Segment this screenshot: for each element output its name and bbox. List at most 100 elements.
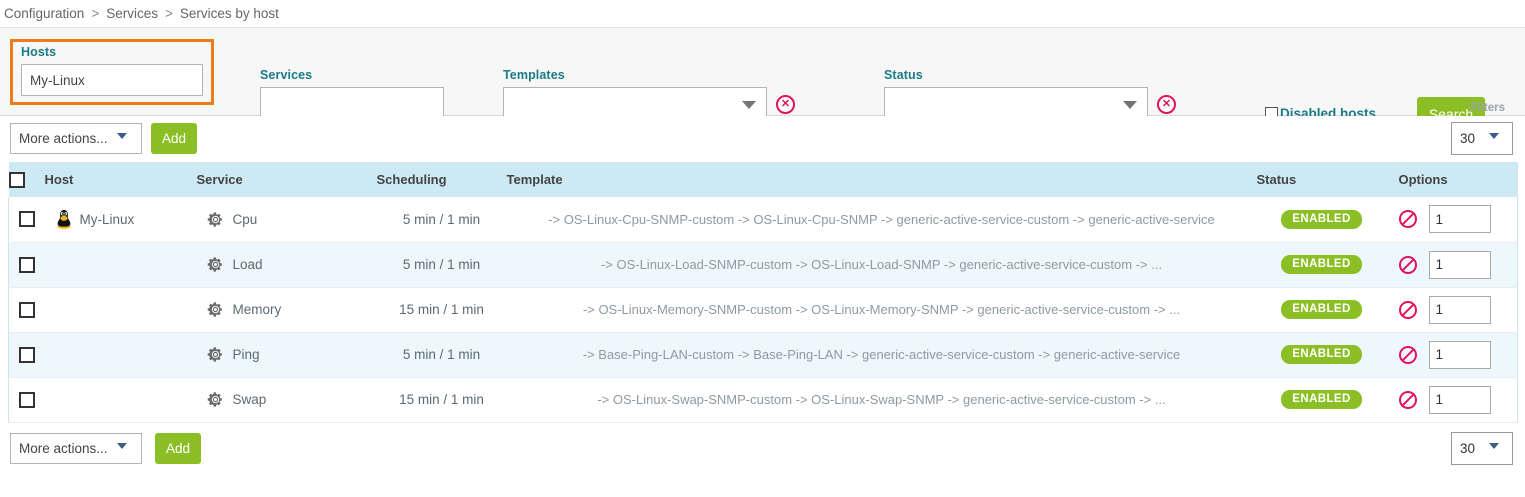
chevron-down-icon xyxy=(742,101,756,109)
select-all-checkbox[interactable] xyxy=(8,171,25,188)
table-row: My-Linux Cpu 5 min / 1 min -> OS-Linux-Cpu-… xyxy=(8,197,1518,243)
filter-label-templates: Templates xyxy=(503,68,565,82)
gear-icon xyxy=(207,392,222,407)
table-header-row: Host Service Scheduling Template Status … xyxy=(8,162,1518,197)
options-cell xyxy=(1386,287,1518,333)
service-name[interactable]: Load xyxy=(232,257,263,272)
quantity-input[interactable] xyxy=(1428,340,1491,369)
template-value: -> OS-Linux-Load-SNMP-custom -> OS-Linux… xyxy=(600,257,1163,272)
service-name[interactable]: Memory xyxy=(232,302,282,317)
breadcrumb-item-services[interactable]: Services xyxy=(106,6,158,21)
table-row: Ping 5 min / 1 min -> Base-Ping-LAN-custom… xyxy=(8,332,1518,378)
row-checkbox[interactable] xyxy=(18,256,35,273)
row-checkbox[interactable] xyxy=(18,346,35,363)
status-badge: ENABLED xyxy=(1281,390,1362,409)
gear-icon xyxy=(207,347,222,362)
options-cell xyxy=(1386,242,1518,288)
more-actions-select-bottom[interactable]: More actions... xyxy=(10,432,142,464)
toolbar-top: More actions... Add 30 xyxy=(0,116,1525,162)
chevron-down-icon xyxy=(1123,101,1137,109)
disable-service-icon[interactable] xyxy=(1398,300,1417,319)
column-header-host[interactable]: Host xyxy=(44,162,197,197)
status-cell: ENABLED xyxy=(1256,332,1387,378)
scheduling-value: 15 min / 1 min xyxy=(399,392,484,407)
quantity-input[interactable] xyxy=(1428,295,1491,324)
scheduling-cell: 5 min / 1 min xyxy=(376,242,507,288)
row-checkbox[interactable] xyxy=(18,391,35,408)
host-cell xyxy=(44,242,197,288)
add-button-bottom[interactable]: Add xyxy=(155,432,201,464)
breadcrumb: Configuration > Services > Services by h… xyxy=(0,0,1525,27)
status-clear-icon[interactable]: ✕ xyxy=(1157,94,1176,114)
services-table-wrap: Host Service Scheduling Template Status … xyxy=(0,162,1525,423)
more-actions-select-top[interactable]: More actions... xyxy=(10,123,142,154)
table-row: Swap 15 min / 1 min -> OS-Linux-Swap-SNMP-… xyxy=(8,377,1518,423)
add-button-top[interactable]: Add xyxy=(151,123,197,154)
row-checkbox[interactable] xyxy=(18,301,35,318)
disable-service-icon[interactable] xyxy=(1398,210,1417,229)
service-name[interactable]: Cpu xyxy=(232,211,258,227)
breadcrumb-item-configuration[interactable]: Configuration xyxy=(4,6,85,21)
template-cell: -> OS-Linux-Cpu-SNMP-custom -> OS-Linux-… xyxy=(506,197,1257,243)
tux-linux-icon xyxy=(56,210,71,229)
row-select-cell xyxy=(8,197,45,243)
template-value: -> Base-Ping-LAN-custom -> Base-Ping-LAN… xyxy=(582,347,1181,362)
status-select[interactable] xyxy=(884,87,1148,121)
column-header-scheduling[interactable]: Scheduling xyxy=(376,162,507,197)
row-checkbox[interactable] xyxy=(18,211,35,228)
column-header-template[interactable]: Template xyxy=(506,162,1257,197)
hosts-input[interactable] xyxy=(21,64,203,96)
services-input[interactable] xyxy=(260,87,444,121)
host-cell xyxy=(44,287,197,333)
page-size-select-top[interactable]: 30 xyxy=(1451,122,1513,155)
breadcrumb-item-services-by-host[interactable]: Services by host xyxy=(179,6,279,21)
table-row: Memory 15 min / 1 min -> OS-Linux-Memory-S… xyxy=(8,287,1518,333)
scheduling-cell: 15 min / 1 min xyxy=(376,377,507,423)
status-cell: ENABLED xyxy=(1256,197,1387,243)
host-cell: My-Linux xyxy=(44,197,197,243)
template-value: -> OS-Linux-Memory-SNMP-custom -> OS-Lin… xyxy=(582,302,1181,317)
scheduling-value: 5 min / 1 min xyxy=(402,257,481,272)
status-cell: ENABLED xyxy=(1256,242,1387,288)
quantity-input[interactable] xyxy=(1428,250,1491,279)
scheduling-value: 5 min / 1 min xyxy=(402,347,481,362)
options-cell xyxy=(1386,332,1518,378)
scheduling-cell: 15 min / 1 min xyxy=(376,287,507,333)
filter-label-status: Status xyxy=(884,68,923,82)
templates-select-value xyxy=(504,88,766,96)
row-select-cell xyxy=(8,377,45,423)
template-value: -> OS-Linux-Cpu-SNMP-custom -> OS-Linux-… xyxy=(548,211,1215,227)
templates-clear-icon[interactable]: ✕ xyxy=(776,94,795,114)
scheduling-value: 15 min / 1 min xyxy=(399,302,484,317)
disable-service-icon[interactable] xyxy=(1398,390,1417,409)
host-cell xyxy=(44,377,197,423)
column-header-service[interactable]: Service xyxy=(196,162,377,197)
services-table: Host Service Scheduling Template Status … xyxy=(8,162,1518,423)
disable-service-icon[interactable] xyxy=(1398,255,1417,274)
quantity-input[interactable] xyxy=(1428,205,1491,234)
row-select-cell xyxy=(8,287,45,333)
row-select-cell xyxy=(8,242,45,288)
template-cell: -> OS-Linux-Swap-SNMP-custom -> OS-Linux… xyxy=(506,377,1257,423)
column-header-options[interactable]: Options xyxy=(1386,162,1518,197)
quantity-input[interactable] xyxy=(1428,385,1491,414)
status-cell: ENABLED xyxy=(1256,377,1387,423)
host-name: My-Linux xyxy=(79,211,135,227)
filter-group-hosts: Hosts xyxy=(10,39,214,105)
service-name[interactable]: Ping xyxy=(232,347,260,362)
options-cell xyxy=(1386,377,1518,423)
service-cell: Memory xyxy=(196,287,377,333)
filter-label-services: Services xyxy=(260,68,313,82)
column-header-status[interactable]: Status xyxy=(1256,162,1387,197)
options-cell xyxy=(1386,197,1518,243)
table-body: My-Linux Cpu 5 min / 1 min -> OS-Linux-Cpu-… xyxy=(8,197,1518,423)
toolbar-bottom: More actions... Add 30 xyxy=(0,422,1525,468)
disable-service-icon[interactable] xyxy=(1398,345,1417,364)
scheduling-value: 5 min / 1 min xyxy=(402,211,481,227)
page-size-select-bottom[interactable]: 30 xyxy=(1451,431,1513,465)
template-value: -> OS-Linux-Swap-SNMP-custom -> OS-Linux… xyxy=(597,392,1166,407)
gear-icon xyxy=(207,212,222,227)
filter-panel: Hosts Services Templates ✕ Status ✕ xyxy=(0,27,1525,131)
service-name[interactable]: Swap xyxy=(232,392,267,407)
template-cell: -> Base-Ping-LAN-custom -> Base-Ping-LAN… xyxy=(506,332,1257,378)
